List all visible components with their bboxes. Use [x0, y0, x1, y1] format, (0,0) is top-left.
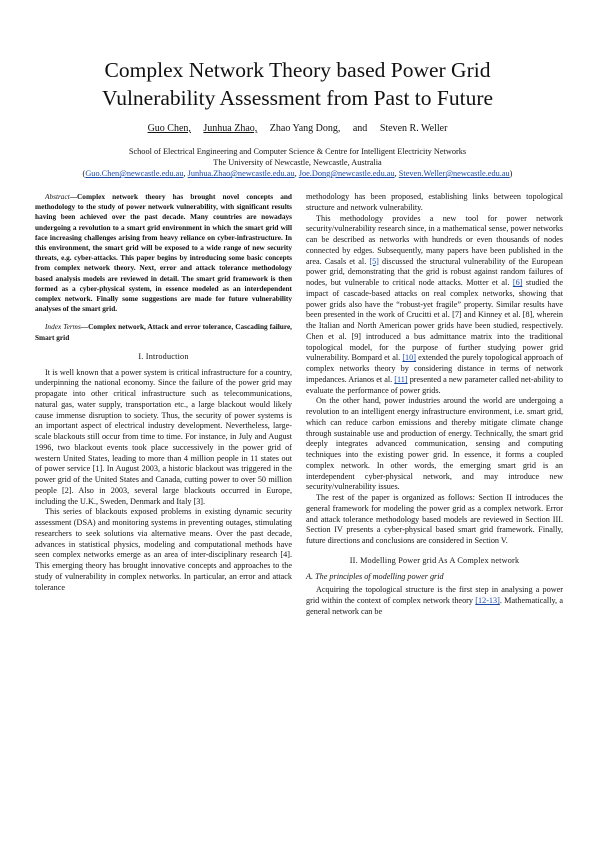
paragraph: This methodology provides a new tool for…	[306, 213, 564, 395]
citation-link[interactable]: [5]	[369, 256, 379, 266]
author-name: Guo Chen,	[147, 123, 191, 134]
affiliation-line: School of Electrical Engineering and Com…	[128, 147, 467, 156]
author-conjunction: and	[352, 123, 368, 134]
email-link[interactable]: Junhua.Zhao@newcastle.edu.au	[187, 169, 295, 178]
paragraph: On the other hand, power industries arou…	[306, 396, 563, 492]
title-line-1: Complex Network Theory based Power Grid	[104, 58, 491, 82]
right-column: methodology has been proposed, establish…	[306, 192, 563, 618]
index-terms-label: Index Terms	[45, 322, 81, 332]
email-link[interactable]: Steven.Weller@newcastle.edu.au	[398, 169, 510, 178]
author-name: Junhua Zhao,	[203, 123, 258, 134]
abstract-label: Abstract	[45, 192, 70, 201]
affiliation-block: School of Electrical Engineering and Com…	[30, 146, 565, 179]
citation-link[interactable]: [12-13]	[475, 596, 500, 605]
section-heading: II. Modelling Power grid As A Complex ne…	[349, 555, 520, 565]
author-list: Guo Chen, Junhua Zhao, Zhao Yang Dong, a…	[40, 123, 555, 135]
left-column: Abstract—Complex network theory has brou…	[35, 192, 292, 593]
paragraph: It is well known that a power system is …	[35, 367, 292, 506]
citation-link[interactable]: [6]	[512, 278, 523, 287]
citation-link[interactable]: [11]	[394, 374, 408, 384]
email-list: (Guo.Chen@newcastle.edu.au, Junhua.Zhao@…	[82, 169, 513, 178]
abstract-text: —Complex network theory has brought nove…	[35, 192, 292, 314]
paper-title: Complex Network Theory based Power Grid …	[40, 56, 555, 112]
citation-link[interactable]: [10]	[402, 353, 416, 363]
email-link[interactable]: Joe.Dong@newcastle.edu.au	[298, 169, 395, 178]
author-name: Steven R. Weller	[379, 123, 448, 134]
affiliation-line: The University of Newcastle, Newcastle, …	[213, 158, 382, 167]
paragraph: This series of blackouts exposed problem…	[35, 507, 292, 592]
section-heading: I. Introduction	[138, 351, 189, 361]
paragraph: The rest of the paper is organized as fo…	[306, 493, 563, 545]
index-terms-text: —Complex network, Attack and error toler…	[35, 322, 293, 342]
paragraph: methodology has been proposed, establish…	[306, 192, 563, 212]
paragraph: Acquiring the topological structure is t…	[306, 585, 563, 616]
email-link[interactable]: Guo.Chen@newcastle.edu.au	[85, 169, 184, 178]
title-line-2: Vulnerability Assessment from Past to Fu…	[101, 86, 494, 110]
abstract: Abstract—Complex network theory has brou…	[35, 192, 292, 314]
index-terms: Index Terms—Complex network, Attack and …	[35, 322, 292, 342]
subsection-heading: A. The principles of modelling power gri…	[306, 571, 444, 581]
author-name: Zhao Yang Dong,	[269, 123, 341, 134]
